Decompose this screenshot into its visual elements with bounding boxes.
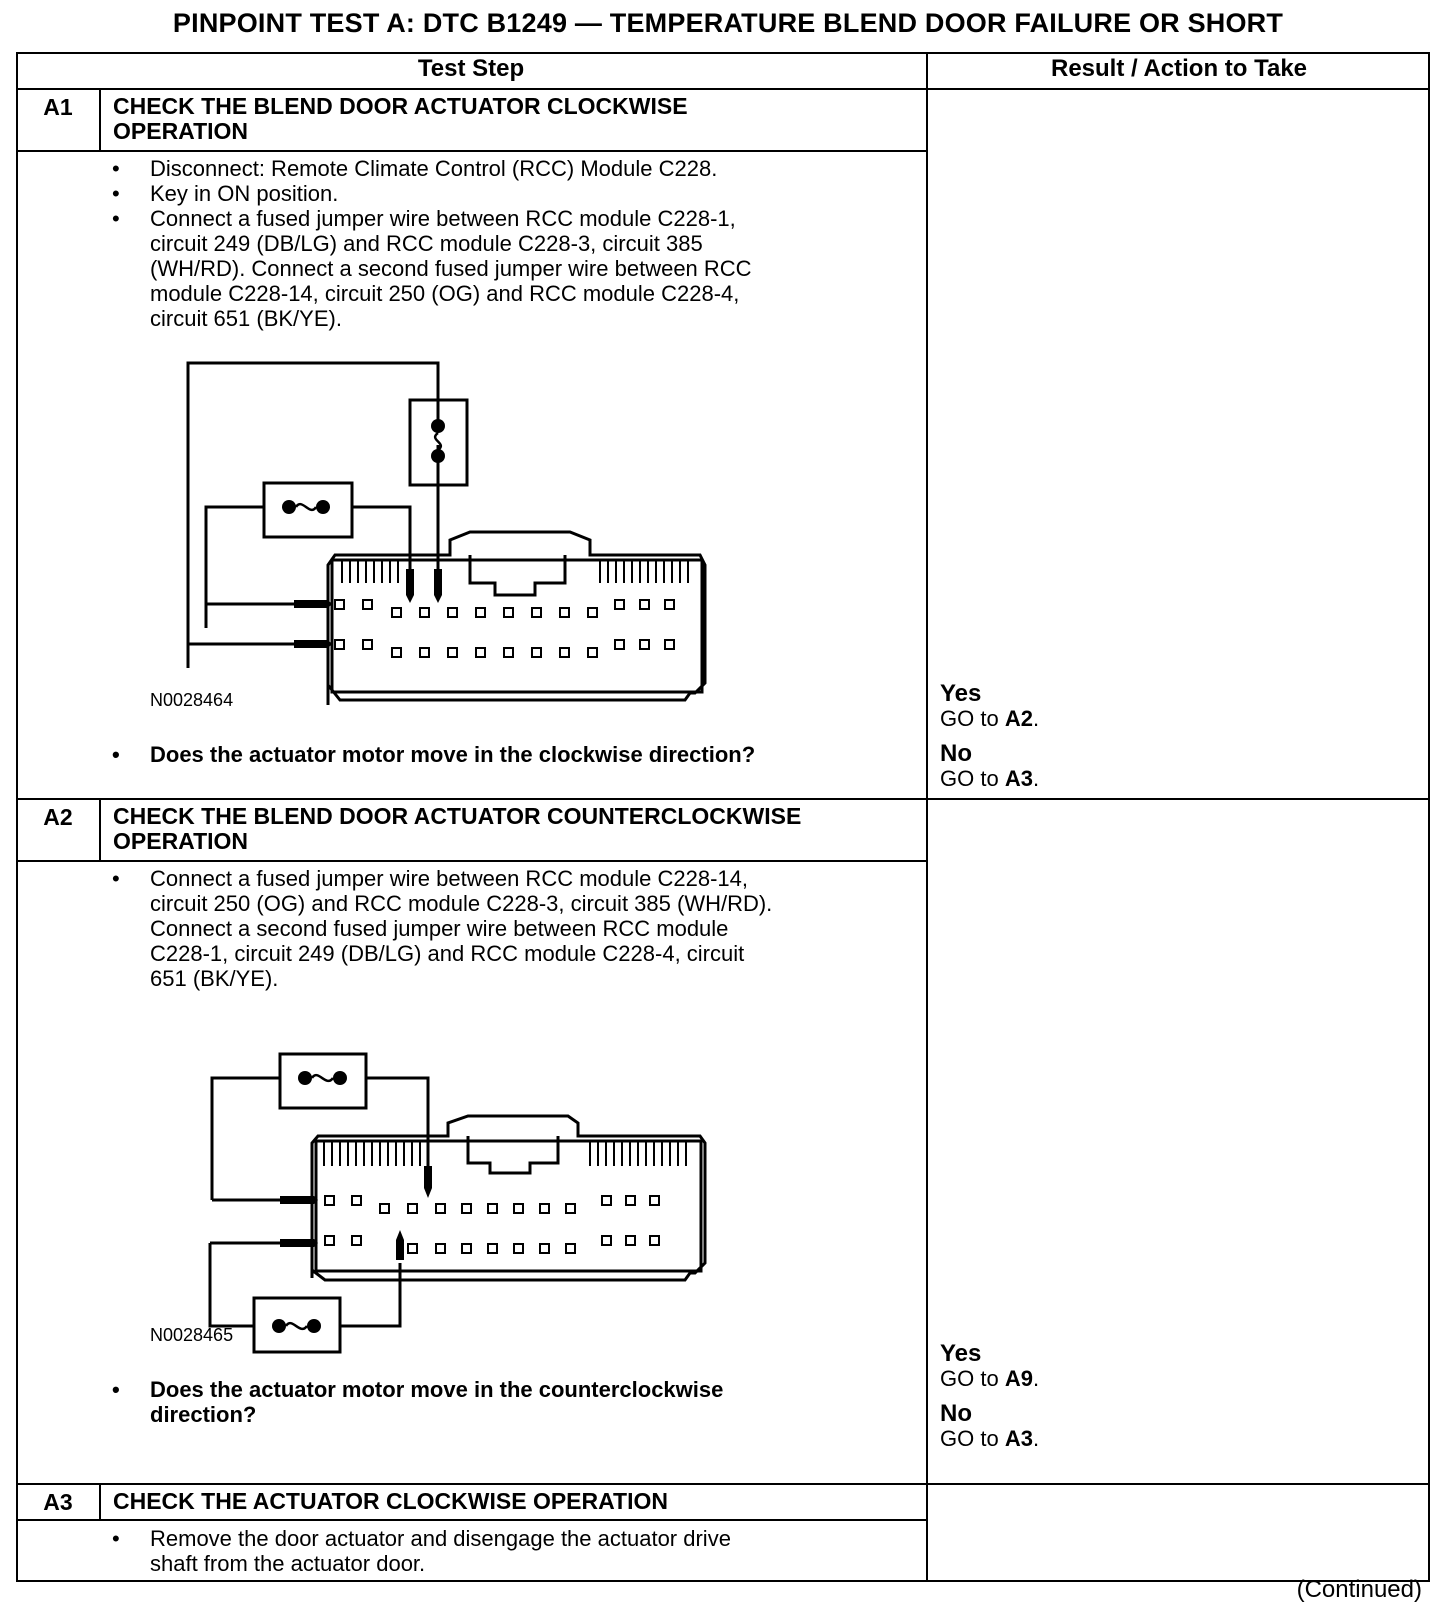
step-heading-a2: CHECK THE BLEND DOOR ACTUATOR COUNTERCLO… — [113, 804, 801, 854]
bullet-item: • Disconnect: Remote Climate Control (RC… — [112, 156, 718, 181]
bullet-text-line: circuit 249 (DB/LG) and RCC module C228-… — [150, 231, 703, 256]
jumper-wire — [210, 1076, 280, 1200]
figure-id-a2: N0028465 — [150, 1325, 234, 1345]
result-no-label: No — [940, 740, 972, 767]
probe-tip — [294, 600, 332, 608]
bullet-text-line: (WH/RD). Connect a second fused jumper w… — [150, 256, 752, 281]
bullet-item: • Connect a fused jumper wire between RC… — [112, 866, 773, 991]
bullet-item: • Key in ON position. — [112, 181, 339, 206]
row-divider — [16, 1483, 1430, 1485]
fuse-box — [262, 481, 354, 539]
step-heading-divider — [16, 860, 928, 862]
bullet-text-line: module C228-14, circuit 250 (OG) and RCC… — [150, 281, 740, 306]
question-a1: • Does the actuator motor move in the cl… — [112, 742, 756, 767]
bullet-text-line: circuit 651 (BK/YE). — [150, 306, 342, 331]
jumper-wire — [208, 1243, 254, 1328]
result-no-action: GO to A3. — [940, 1426, 1039, 1452]
bullet-icon: • — [112, 742, 120, 767]
bullet-icon: • — [112, 866, 120, 891]
result-yes-label: Yes — [940, 1340, 982, 1367]
step-heading-a1: CHECK THE BLEND DOOR ACTUATOR CLOCKWISE … — [113, 94, 688, 144]
column-header-test-step: Test Step — [417, 55, 525, 82]
result-no-label: No — [940, 1400, 972, 1427]
bullet-text: Disconnect: Remote Climate Control (RCC)… — [150, 156, 718, 181]
go-to-target-a9[interactable]: A9 — [1004, 1366, 1033, 1391]
go-to-target-a2[interactable]: A2 — [1004, 706, 1033, 731]
probe-tip — [424, 1166, 432, 1198]
result-yes-action: GO to A2. — [940, 706, 1039, 732]
probe-tip — [280, 1239, 318, 1247]
step-heading-a3: CHECK THE ACTUATOR CLOCKWISE OPERATION — [113, 1489, 668, 1514]
go-to-text: GO to — [940, 1426, 999, 1451]
fuse-box — [252, 1296, 342, 1354]
jumper-wire — [352, 505, 412, 595]
column-header-result: Result / Action to Take — [1050, 55, 1308, 82]
bullet-icon: • — [112, 1526, 120, 1551]
bullet-icon: • — [112, 1377, 120, 1402]
go-to-target-a3[interactable]: A3 — [1004, 1426, 1033, 1451]
heading-line: CHECK THE BLEND DOOR ACTUATOR COUNTERCLO… — [113, 803, 802, 829]
result-yes-label: Yes — [940, 680, 982, 707]
question-text: Does the actuator motor move in the cloc… — [150, 742, 756, 767]
jumper-wire — [204, 505, 264, 628]
step-id-a2: A2 — [43, 804, 73, 830]
connector-diagram-a1 — [186, 361, 707, 705]
column-divider — [926, 52, 928, 1582]
figure-id-a1: N0028464 — [150, 690, 234, 710]
bullet-item: • Remove the door actuator and disengage… — [112, 1526, 731, 1576]
fuse-box — [278, 1052, 368, 1110]
period: . — [1032, 766, 1040, 791]
period: . — [1032, 1426, 1040, 1451]
bullet-icon: • — [112, 181, 120, 206]
step-id-a3: A3 — [43, 1489, 73, 1515]
heading-line: CHECK THE BLEND DOOR ACTUATOR CLOCKWISE — [113, 93, 688, 119]
jumper-wire — [340, 1263, 402, 1328]
bullet-text-line: Connect a fused jumper wire between RCC … — [150, 206, 736, 231]
step-id-divider — [99, 88, 101, 152]
bullet-text-line: circuit 250 (OG) and RCC module C228-3, … — [150, 891, 773, 916]
bullet-text: Key in ON position. — [150, 181, 339, 206]
step-id-divider — [99, 798, 101, 862]
go-to-text: GO to — [940, 706, 999, 731]
question-a2: • Does the actuator motor move in the co… — [112, 1377, 724, 1427]
step-heading-divider — [16, 150, 928, 152]
bullet-text-line: Connect a fused jumper wire between RCC … — [150, 866, 748, 891]
probe-tip — [406, 569, 414, 603]
period: . — [1032, 706, 1040, 731]
continued-note: (Continued) — [1296, 1576, 1422, 1603]
bullet-text-line: Remove the door actuator and disengage t… — [150, 1526, 731, 1551]
page-title: PINPOINT TEST A: DTC B1249 — TEMPERATURE… — [172, 8, 1284, 38]
period: . — [1032, 1366, 1040, 1391]
probe-tip — [434, 569, 442, 603]
bullet-text-line: shaft from the actuator door. — [150, 1551, 426, 1576]
pinpoint-test-table — [16, 52, 1430, 1582]
row-divider — [16, 798, 1430, 800]
bullet-icon: • — [112, 206, 120, 231]
go-to-target-a3[interactable]: A3 — [1004, 766, 1033, 791]
result-no-action: GO to A3. — [940, 766, 1039, 792]
heading-line: OPERATION — [113, 828, 249, 854]
header-divider — [16, 88, 1430, 90]
bullet-icon: • — [112, 156, 120, 181]
bullet-item: • Connect a fused jumper wire between RC… — [112, 206, 752, 331]
probe-tip — [294, 640, 332, 648]
connector-diagram-a2 — [208, 1052, 707, 1354]
step-id-a1: A1 — [43, 94, 73, 120]
bullet-text-line: Connect a second fused jumper wire betwe… — [150, 916, 729, 941]
question-text-line: direction? — [150, 1402, 257, 1427]
step-heading-divider — [16, 1519, 928, 1521]
heading-line: OPERATION — [113, 118, 249, 144]
question-text-line: Does the actuator motor move in the coun… — [150, 1377, 724, 1402]
bullet-text-line: C228-1, circuit 249 (DB/LG) and RCC modu… — [150, 941, 745, 966]
step-id-divider — [99, 1483, 101, 1521]
go-to-text: GO to — [940, 1366, 999, 1391]
bullet-text-line: 651 (BK/YE). — [150, 966, 279, 991]
probe-tip — [396, 1230, 404, 1260]
heading-line: CHECK THE ACTUATOR CLOCKWISE OPERATION — [113, 1488, 668, 1514]
jumper-wire — [366, 1076, 430, 1178]
result-yes-action: GO to A9. — [940, 1366, 1039, 1392]
probe-tip — [280, 1196, 318, 1204]
go-to-text: GO to — [940, 766, 999, 791]
jumper-wire — [186, 361, 440, 668]
